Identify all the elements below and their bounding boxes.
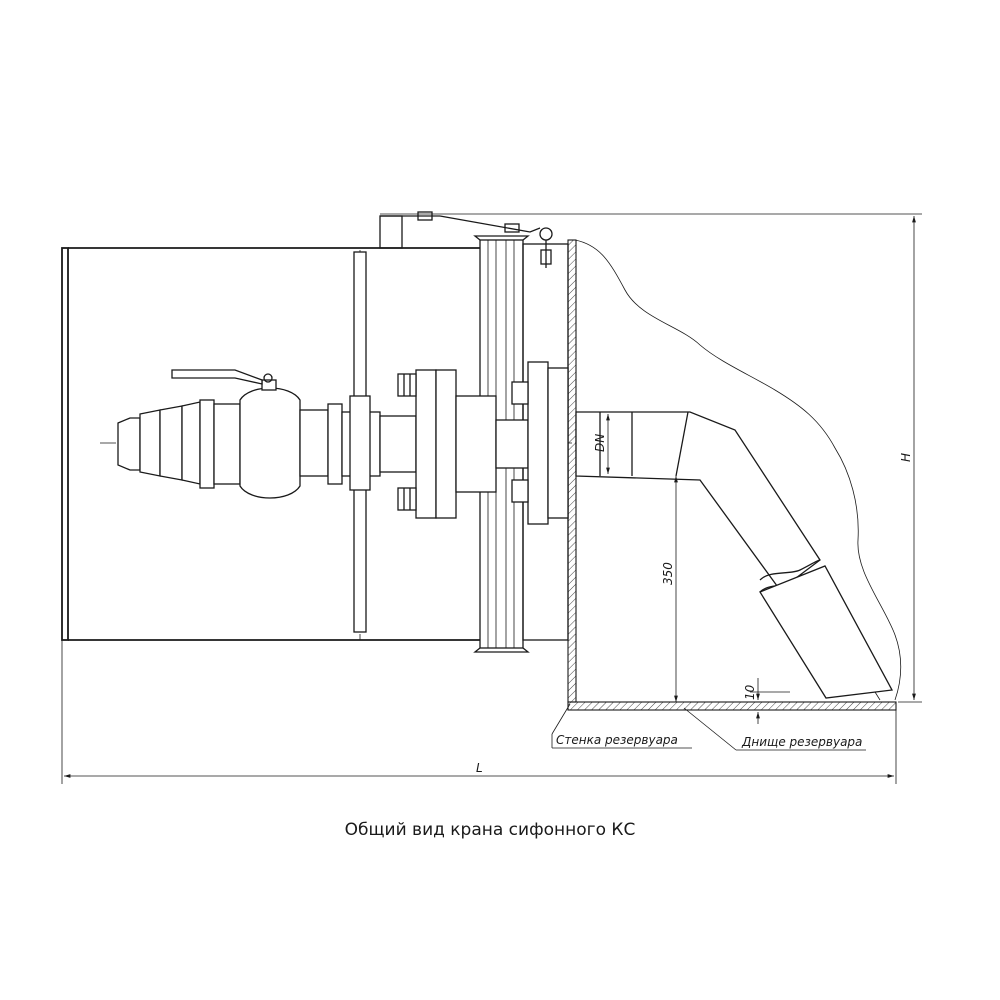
dimension-350: 350 xyxy=(661,476,678,702)
dimension-h-text: H xyxy=(899,453,913,462)
label-tank-wall: Стенка резервуара xyxy=(556,733,678,747)
figure-caption: Общий вид крана сифонного КС xyxy=(344,820,636,840)
label-tank-bottom: Днище резервуара xyxy=(741,735,862,749)
dimension-h: H xyxy=(380,213,922,703)
hose-nozzle xyxy=(117,399,215,489)
tank-breakout-curve xyxy=(574,239,902,701)
lid-latch xyxy=(379,211,553,268)
tank-wall xyxy=(567,239,577,703)
tank-bottom xyxy=(567,701,897,711)
siphon-pipe xyxy=(575,411,894,699)
dimension-10: 10 xyxy=(743,678,790,724)
dimension-dn-text: DN xyxy=(593,434,607,452)
dimension-l: L xyxy=(61,640,897,784)
dimension-10-text: 10 xyxy=(743,684,757,700)
leader-tank-wall: Стенка резервуара xyxy=(551,703,692,749)
leader-tank-bottom: Днище резервуара xyxy=(683,707,866,751)
dimension-dn: DN xyxy=(593,414,610,474)
ball-valve xyxy=(171,369,381,499)
dimension-l-text: L xyxy=(476,761,483,775)
dimension-350-text: 350 xyxy=(661,562,675,585)
pipe-flanges xyxy=(379,361,569,525)
handwheel xyxy=(349,251,371,633)
